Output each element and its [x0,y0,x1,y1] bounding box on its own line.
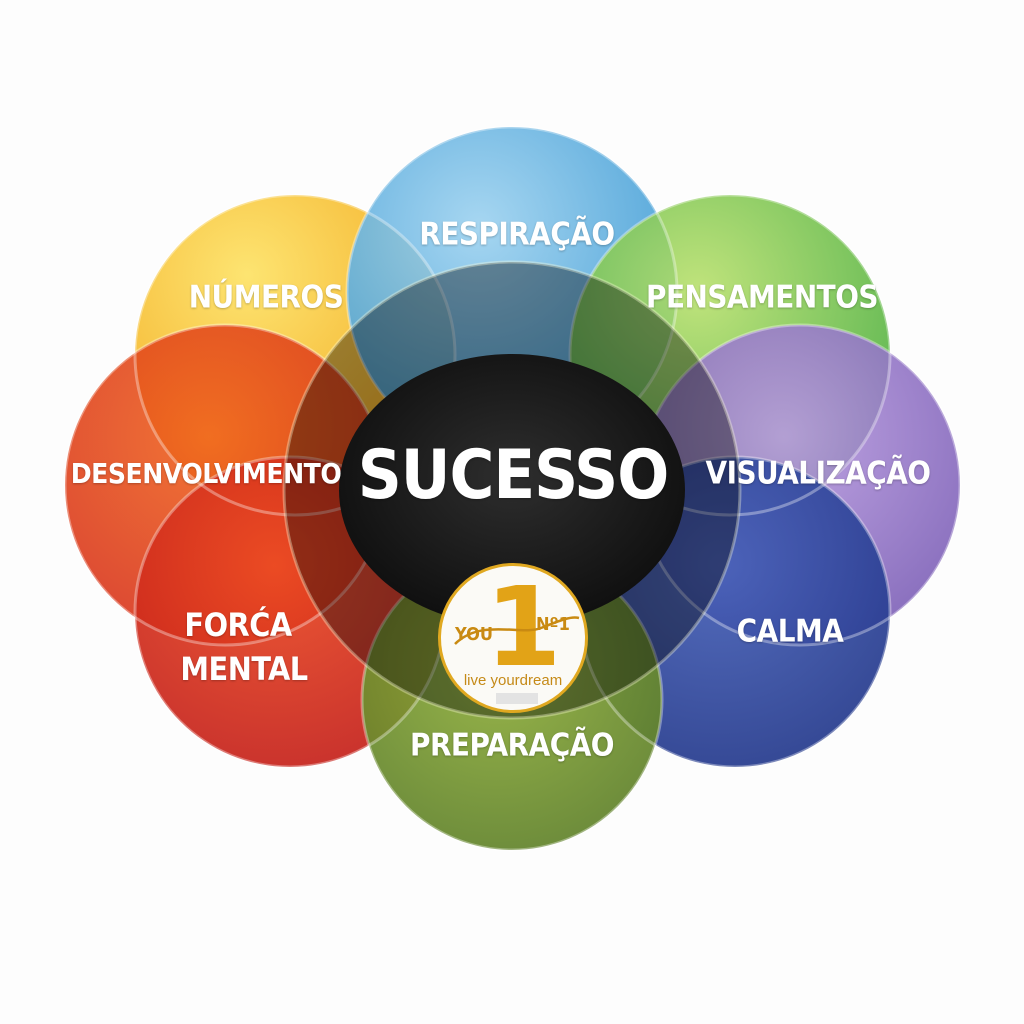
logo-you-text: YOU [455,624,493,645]
logo-number: 1 [485,563,562,691]
petal-label-desenvolvimento: DESENVOLVIMENTO [70,457,342,491]
petal-label-preparacao: PREPARAÇÃO [410,727,614,764]
logo-tagline: live yourdream [463,672,563,689]
petal-label-visualizacao: VISUALIZAÇÃO [705,455,931,492]
center-oval [339,354,685,626]
petal-label-mental: MENTAL [180,649,308,688]
logo-blurred-text [496,693,538,704]
you-no1-logo: 1 YOU Nº1 live yourdream [438,563,588,713]
logo-swoosh-icon [454,616,580,645]
petal-label-numeros: NÚMEROS [188,279,344,316]
petal-label-pensamentos: PENSAMENTOS [646,279,878,316]
petal-label-forca: FORĆA [184,605,292,644]
center-label: SUCESSO [357,436,669,516]
petal-label-calma: CALMA [736,613,844,650]
logo-no1-text: Nº1 [536,614,570,635]
petal-label-respiracao: RESPIRAÇÃO [419,216,615,253]
